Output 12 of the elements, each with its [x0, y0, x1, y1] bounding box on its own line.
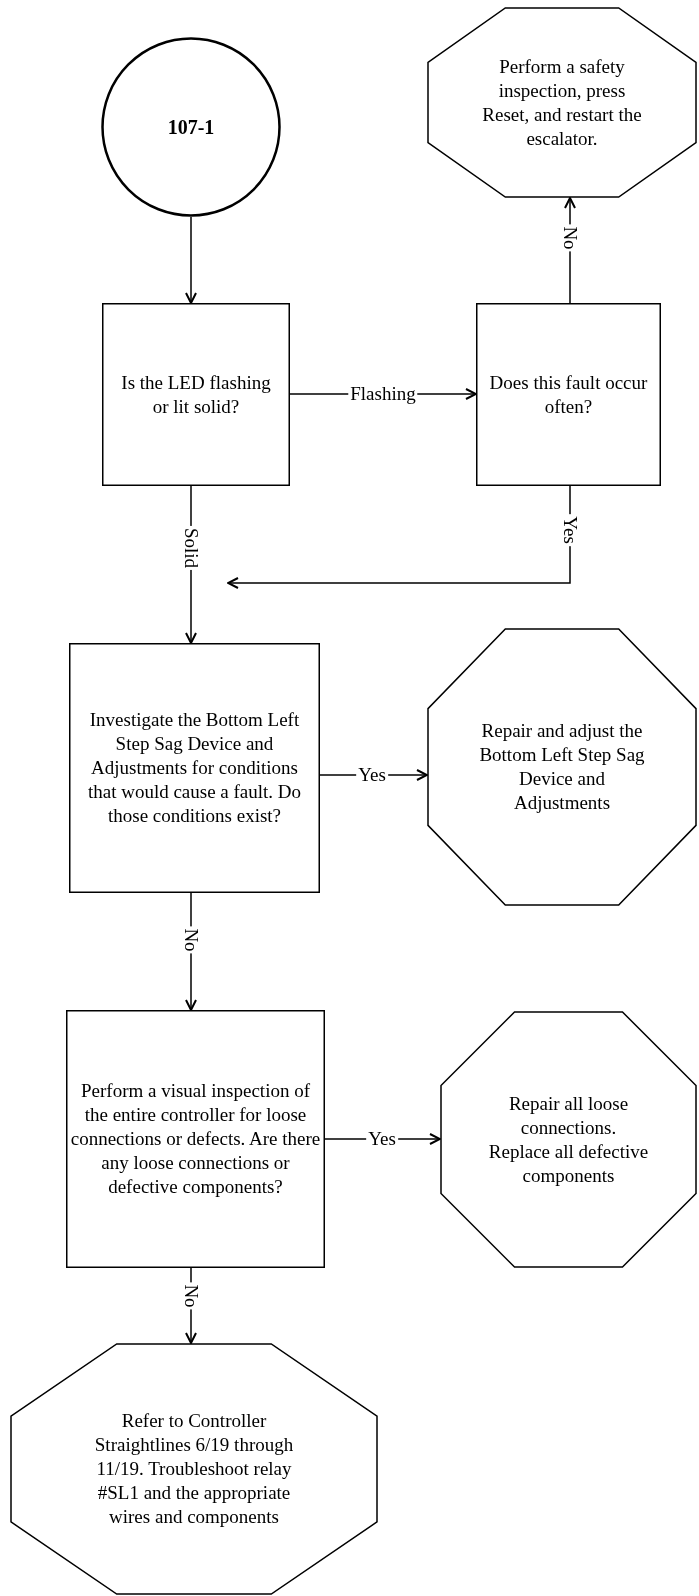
arrow	[227, 485, 571, 589]
node-text: Repair and adjust the Bottom Left Step Sag Device and Adjustments	[478, 719, 646, 815]
node-text: Repair all loose connections. Replace all defective components	[488, 1091, 649, 1188]
node-text: Perform a visual inspection of the entire controller for loose connections or defects. Are there any loose connections or defective components?	[70, 1079, 321, 1199]
node-text: Investigate the Bottom Left Step Sag Device and Adjustments for conditions that would cause a fault. Do those conditions exist?	[86, 708, 303, 828]
node-text: Does this fault occur often?	[488, 370, 649, 419]
node-text: Perform a safety inspection, press Reset, and restart the escalator.	[481, 54, 643, 151]
node-text: Refer to Controller Straightlines 6/19 through 11/19. Troubleshoot relay #SL1 and the appropriate wires and components	[93, 1409, 295, 1529]
node-label: 107-1	[166, 115, 216, 139]
edge-label: Flashing	[348, 384, 418, 404]
arrow	[185, 216, 197, 304]
node-text: Is the LED flashing or lit solid?	[121, 370, 271, 419]
